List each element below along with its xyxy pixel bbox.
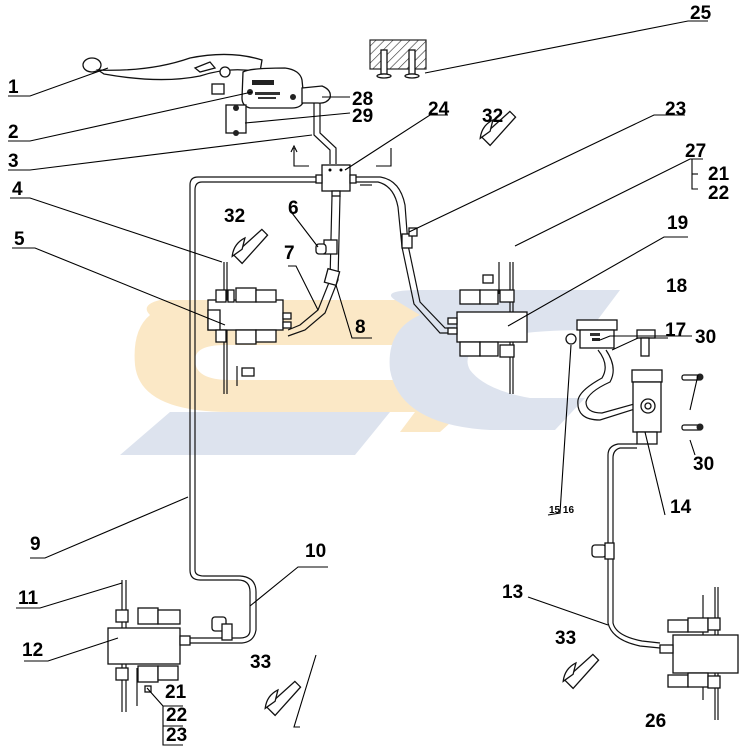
- brake-pads-33-right: [562, 653, 600, 690]
- leader-lines: [8, 20, 708, 746]
- brake-lever: [82, 53, 263, 95]
- callout-1: 1: [8, 77, 19, 98]
- bolt-30-upper: [681, 373, 704, 381]
- caliper-rear-left: [107, 580, 191, 712]
- callout-32-top: 32: [482, 106, 503, 127]
- callout-27: 27: [685, 141, 706, 162]
- callout-4: 4: [12, 179, 23, 200]
- callout-2: 2: [8, 122, 19, 143]
- caliper-rear-right: [659, 587, 739, 720]
- callout-9: 9: [30, 534, 41, 555]
- mounting-block: [369, 39, 427, 79]
- callout-21-left: 21: [165, 682, 187, 703]
- callout-12: 12: [22, 640, 43, 661]
- callout-33-left: 33: [250, 652, 271, 673]
- brake-splitter: [315, 164, 357, 197]
- callout-14: 14: [670, 497, 692, 518]
- callout-22-right: 22: [708, 183, 729, 204]
- callout-22-left: 22: [166, 705, 187, 726]
- callout-28: 28: [352, 89, 373, 110]
- rear-master-cylinder: [631, 329, 663, 445]
- watermark-blue-shape: [120, 412, 390, 455]
- callout-labels: 1 2 3 4 5 6 7 8 9 10 11 12 13 14 15 16 1…: [8, 3, 730, 746]
- fluid-reservoir: [565, 319, 618, 349]
- callout-15-16: 15 16: [549, 505, 574, 516]
- callout-11: 11: [18, 588, 39, 609]
- callout-17: 17: [665, 320, 686, 341]
- callout-30-upper: 30: [695, 327, 716, 348]
- callout-21-right: 21: [708, 164, 730, 185]
- callout-33-right: 33: [555, 628, 576, 649]
- callout-8: 8: [355, 317, 366, 338]
- bolt-30-lower: [681, 423, 704, 431]
- callout-3: 3: [8, 151, 19, 172]
- callout-24: 24: [428, 99, 450, 120]
- callout-7: 7: [284, 243, 295, 264]
- caliper-front-right: [447, 262, 528, 394]
- callout-13: 13: [502, 582, 523, 603]
- callout-29: 29: [352, 106, 373, 127]
- brake-pads-33-left: [264, 680, 302, 717]
- callout-26: 26: [645, 711, 666, 732]
- watermark-blue-c: [389, 290, 620, 430]
- callout-5: 5: [14, 229, 25, 250]
- callout-10: 10: [305, 541, 326, 562]
- master-cylinder: [219, 66, 331, 136]
- caliper-front-left: [207, 262, 292, 394]
- callout-23: 23: [665, 99, 686, 120]
- callout-25: 25: [690, 3, 712, 24]
- callout-19: 19: [667, 213, 688, 234]
- callout-30-lower: 30: [693, 454, 714, 475]
- brake-pads-32-top: [479, 110, 517, 147]
- callout-18: 18: [666, 276, 687, 297]
- callout-23-left: 23: [166, 725, 187, 746]
- callout-6: 6: [288, 198, 299, 219]
- callout-32-left: 32: [224, 206, 245, 227]
- brake-pads-32-left: [231, 228, 269, 265]
